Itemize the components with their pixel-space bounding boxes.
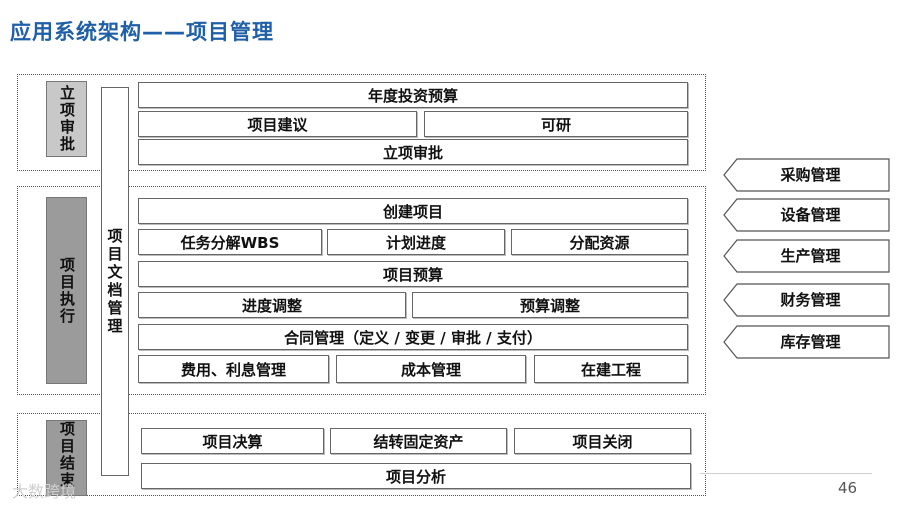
fixed-assets-box: 结转固定资产 bbox=[330, 428, 507, 454]
allocate-resources-box: 分配资源 bbox=[511, 229, 688, 255]
phase-label-closure: 项目结束 bbox=[46, 420, 87, 496]
schedule-adjust-box: 进度调整 bbox=[138, 292, 406, 318]
external-system-tag: 采购管理 bbox=[723, 158, 890, 192]
tag-arrow-shape bbox=[723, 198, 890, 232]
tag-arrow-shape bbox=[723, 239, 890, 273]
external-system-label: 设备管理 bbox=[780, 206, 841, 224]
phase-label-execution: 项目执行 bbox=[46, 197, 87, 384]
schedule-box: 计划进度 bbox=[327, 229, 505, 255]
annual-budget-box: 年度投资预算 bbox=[138, 82, 688, 108]
expense-interest-box: 费用、利息管理 bbox=[138, 355, 329, 383]
footer-divider bbox=[700, 473, 872, 474]
construction-in-progress-box: 在建工程 bbox=[534, 355, 688, 383]
external-system-label: 生产管理 bbox=[780, 247, 841, 265]
page-number: 46 bbox=[838, 479, 858, 497]
wbs-box: 任务分解WBS bbox=[138, 229, 322, 255]
page-title: 应用系统架构——项目管理 bbox=[10, 20, 274, 44]
tag-arrow-shape bbox=[723, 158, 890, 192]
feasibility-box: 可研 bbox=[424, 111, 688, 137]
external-system-tag: 生产管理 bbox=[723, 239, 890, 273]
project-close-box: 项目关闭 bbox=[514, 428, 691, 454]
create-project-box: 创建项目 bbox=[138, 198, 688, 224]
external-system-label: 采购管理 bbox=[780, 166, 841, 184]
external-system-tag: 库存管理 bbox=[723, 325, 890, 359]
final-accounts-box: 项目决算 bbox=[141, 428, 324, 454]
tag-arrow-shape bbox=[723, 325, 890, 359]
project-analysis-box: 项目分析 bbox=[141, 463, 691, 489]
external-system-tag: 财务管理 bbox=[723, 283, 890, 317]
project-budget-box: 项目预算 bbox=[138, 261, 688, 287]
tag-arrow-shape bbox=[723, 283, 890, 317]
watermark: 大数跨境 bbox=[12, 482, 77, 501]
external-system-tag: 设备管理 bbox=[723, 198, 890, 232]
external-system-label: 财务管理 bbox=[780, 291, 841, 309]
contract-management-box: 合同管理（定义 / 变更 / 审批 / 支付） bbox=[138, 324, 688, 350]
external-system-label: 库存管理 bbox=[780, 333, 841, 351]
approval-review-box: 立项审批 bbox=[138, 139, 688, 165]
budget-adjust-box: 预算调整 bbox=[412, 292, 688, 318]
cost-management-box: 成本管理 bbox=[336, 355, 526, 383]
doc-management-column: 项目文档管理 bbox=[101, 87, 129, 476]
phase-label-approval: 立项审批 bbox=[46, 81, 87, 157]
proposal-box: 项目建议 bbox=[138, 111, 417, 137]
